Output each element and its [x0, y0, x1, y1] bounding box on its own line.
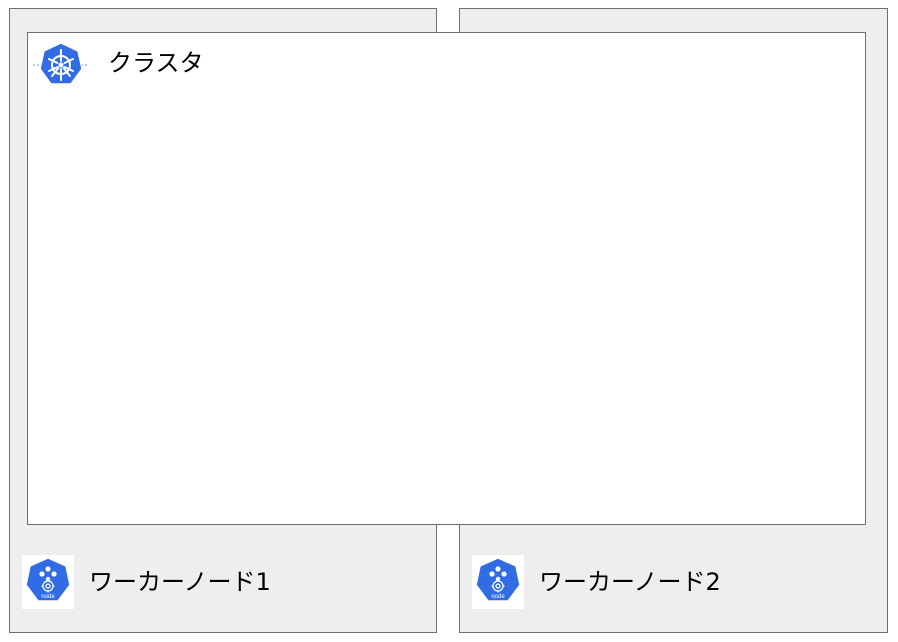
kubernetes-helm-icon	[33, 42, 89, 85]
cluster-box	[27, 32, 866, 525]
kubernetes-node-icon: node	[472, 555, 524, 609]
node-badge-text: node	[41, 594, 55, 600]
cluster-label: クラスタ	[108, 49, 204, 77]
node-badge-text: node	[491, 594, 505, 600]
kubernetes-node-icon: node	[22, 555, 74, 609]
worker-node-2-label: ワーカーノード2	[539, 568, 721, 596]
worker-node-1-label: ワーカーノード1	[89, 568, 271, 596]
